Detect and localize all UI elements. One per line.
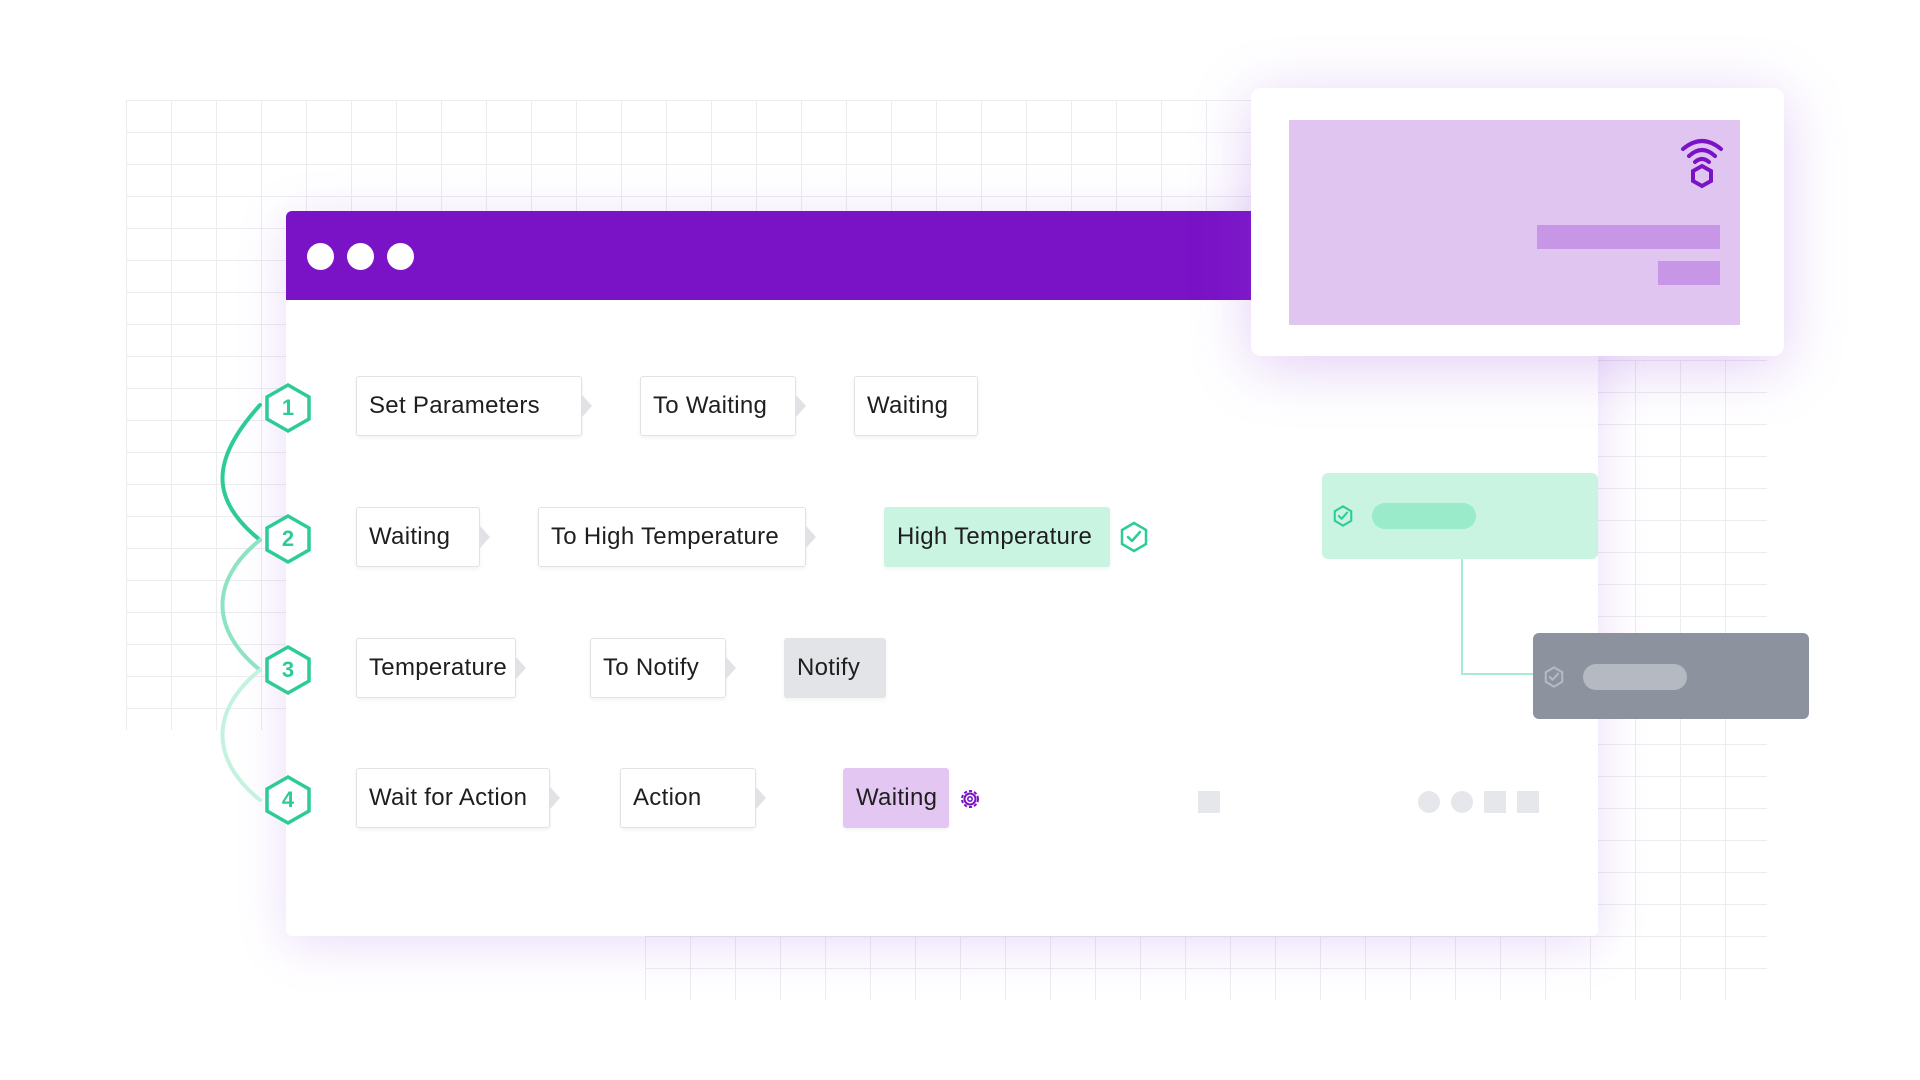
- shield-check-icon: [1544, 666, 1564, 688]
- shield-check-icon: [1333, 505, 1353, 527]
- window-control-dot[interactable]: [307, 243, 334, 270]
- arrow-right-icon: [516, 657, 526, 679]
- stage-box[interactable]: To High Temperature: [538, 507, 806, 567]
- step-indicator: 1: [263, 382, 313, 434]
- placeholder-dot: [1418, 791, 1440, 813]
- step-number: 1: [281, 395, 295, 420]
- window-control-dot[interactable]: [347, 243, 374, 270]
- status-card-inactive[interactable]: [1533, 633, 1809, 719]
- placeholder-bar: [1537, 225, 1720, 249]
- stage-box[interactable]: Temperature: [356, 638, 516, 698]
- stage-box[interactable]: To Notify: [590, 638, 726, 698]
- stage-box-current[interactable]: Waiting: [843, 768, 949, 828]
- stage-box-active[interactable]: High Temperature: [884, 507, 1110, 567]
- arrow-right-icon: [582, 395, 592, 417]
- step-indicator: 3: [263, 644, 313, 696]
- stage-box[interactable]: Set Parameters: [356, 376, 582, 436]
- arrow-right-icon: [756, 787, 766, 809]
- arrow-right-icon: [550, 787, 560, 809]
- window-control-dot[interactable]: [387, 243, 414, 270]
- stage-box[interactable]: Waiting: [854, 376, 978, 436]
- placeholder-bar: [1658, 261, 1720, 285]
- connector-line: [1461, 673, 1533, 675]
- connector-line: [1461, 559, 1463, 674]
- arrow-right-icon: [480, 526, 490, 548]
- placeholder-square: [1517, 791, 1539, 813]
- step-indicator: 4: [263, 774, 313, 826]
- shield-check-icon: [1120, 521, 1148, 553]
- placeholder-pill: [1372, 503, 1476, 529]
- step-number: 3: [281, 657, 295, 682]
- stage-box[interactable]: To Waiting: [640, 376, 796, 436]
- arrow-right-icon: [806, 526, 816, 548]
- placeholder-pill: [1583, 664, 1687, 690]
- step-number: 4: [281, 787, 295, 812]
- placeholder-dot: [1451, 791, 1473, 813]
- step-number: 2: [281, 526, 295, 551]
- status-card-success[interactable]: [1322, 473, 1598, 559]
- placeholder-square: [1484, 791, 1506, 813]
- device-card-panel: [1289, 120, 1740, 325]
- gear-icon: [961, 790, 979, 808]
- step-connector: [220, 403, 262, 802]
- stage-box-notify[interactable]: Notify: [784, 638, 886, 698]
- stage-box[interactable]: Wait for Action: [356, 768, 550, 828]
- arrow-right-icon: [796, 395, 806, 417]
- step-indicator: 2: [263, 513, 313, 565]
- stage-box[interactable]: Action: [620, 768, 756, 828]
- placeholder-square: [1198, 791, 1220, 813]
- arrow-right-icon: [726, 657, 736, 679]
- device-card[interactable]: [1251, 88, 1784, 356]
- wireless-hexagon-icon: [1681, 139, 1723, 189]
- stage-box[interactable]: Waiting: [356, 507, 480, 567]
